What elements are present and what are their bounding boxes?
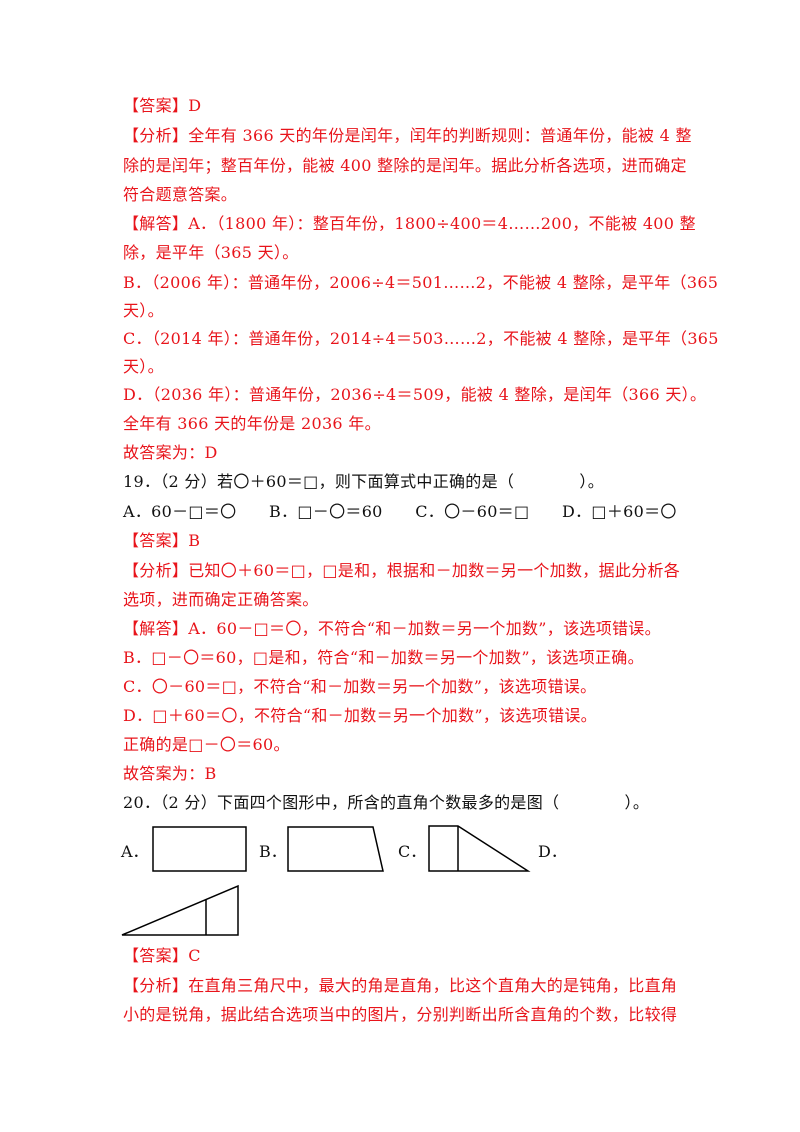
analysis-line: 选项，进而确定正确答案。 — [123, 590, 319, 609]
solution-line: 【解答】A．（1800 年）：整百年份，1800÷400＝4……200，不能被 … — [123, 214, 696, 233]
answer-line: 【答案】B — [123, 531, 201, 550]
analysis-line: 【分析】已知〇＋60＝□，□是和，根据和－加数＝另一个加数，据此分析各 — [123, 561, 681, 580]
question-19: 19．（2 分）若〇＋60＝□，则下面算式中正确的是（ ）。 — [123, 472, 605, 491]
option-b-trapezoid-figure — [287, 826, 384, 872]
question-20: 20．（2 分）下面四个图形中，所含的直角个数最多的是图（ ）。 — [123, 793, 650, 812]
option-a-label: A． — [121, 842, 149, 861]
solution-line: B．□－〇＝60，□是和，符合“和－加数＝另一个加数”，该选项正确。 — [123, 648, 644, 667]
solution-line: C．〇－60＝□，不符合“和－加数＝另一个加数”，该选项错误。 — [123, 677, 597, 696]
solution-line: 全年有 366 天的年份是 2036 年。 — [123, 414, 381, 433]
analysis-line: 符合题意答案。 — [123, 185, 238, 204]
final-answer-line: 故答案为：B — [123, 764, 217, 783]
option-b-label: B． — [259, 842, 287, 861]
solution-line: 除，是平年（365 天）。 — [123, 243, 299, 262]
option-d-triangle-figure — [121, 884, 239, 936]
final-answer-line: 故答案为：D — [123, 443, 218, 462]
answer-line: 【答案】C — [123, 946, 201, 965]
solution-line: 天）。 — [123, 301, 164, 320]
solution-line: C．（2014 年）：普通年份，2014÷4＝503……2，不能被 4 整除，是… — [123, 329, 719, 348]
analysis-line: 小的是锐角，据此结合选项当中的图片，分别判断出所含直角的个数，比较得 — [123, 1005, 678, 1024]
question-19-options: A．60－□＝〇 B．□－〇＝60 C．〇－60＝□ D．□＋60＝〇 — [123, 502, 677, 521]
solution-line: 正确的是□－〇＝60。 — [123, 735, 290, 754]
analysis-line: 除的是闰年；整百年份，能被 400 整除的是闰年。据此分析各选项，进而确定 — [123, 156, 687, 175]
option-c-figure — [428, 825, 531, 872]
option-c-label: C． — [398, 842, 427, 861]
option-a-rectangle-figure — [152, 826, 247, 872]
answer-line: 【答案】D — [123, 96, 202, 115]
solution-line: 天）。 — [123, 357, 164, 376]
solution-line: D．（2036 年）：普通年份，2036÷4＝509，能被 4 整除，是闰年（3… — [123, 385, 707, 404]
solution-line: B．（2006 年）：普通年份，2006÷4＝501……2，不能被 4 整除，是… — [123, 273, 719, 292]
solution-line: D．□＋60＝〇，不符合“和－加数＝另一个加数”，该选项错误。 — [123, 706, 597, 725]
solution-line: 【解答】A．60－□＝〇，不符合“和－加数＝另一个加数”，该选项错误。 — [123, 619, 661, 638]
analysis-line: 【分析】在直角三角尺中，最大的角是直角，比这个直角大的是钝角，比直角 — [123, 976, 678, 995]
option-d-label: D． — [538, 842, 567, 861]
analysis-line: 【分析】全年有 366 天的年份是闰年，闰年的判断规则：普通年份，能被 4 整 — [123, 126, 692, 145]
